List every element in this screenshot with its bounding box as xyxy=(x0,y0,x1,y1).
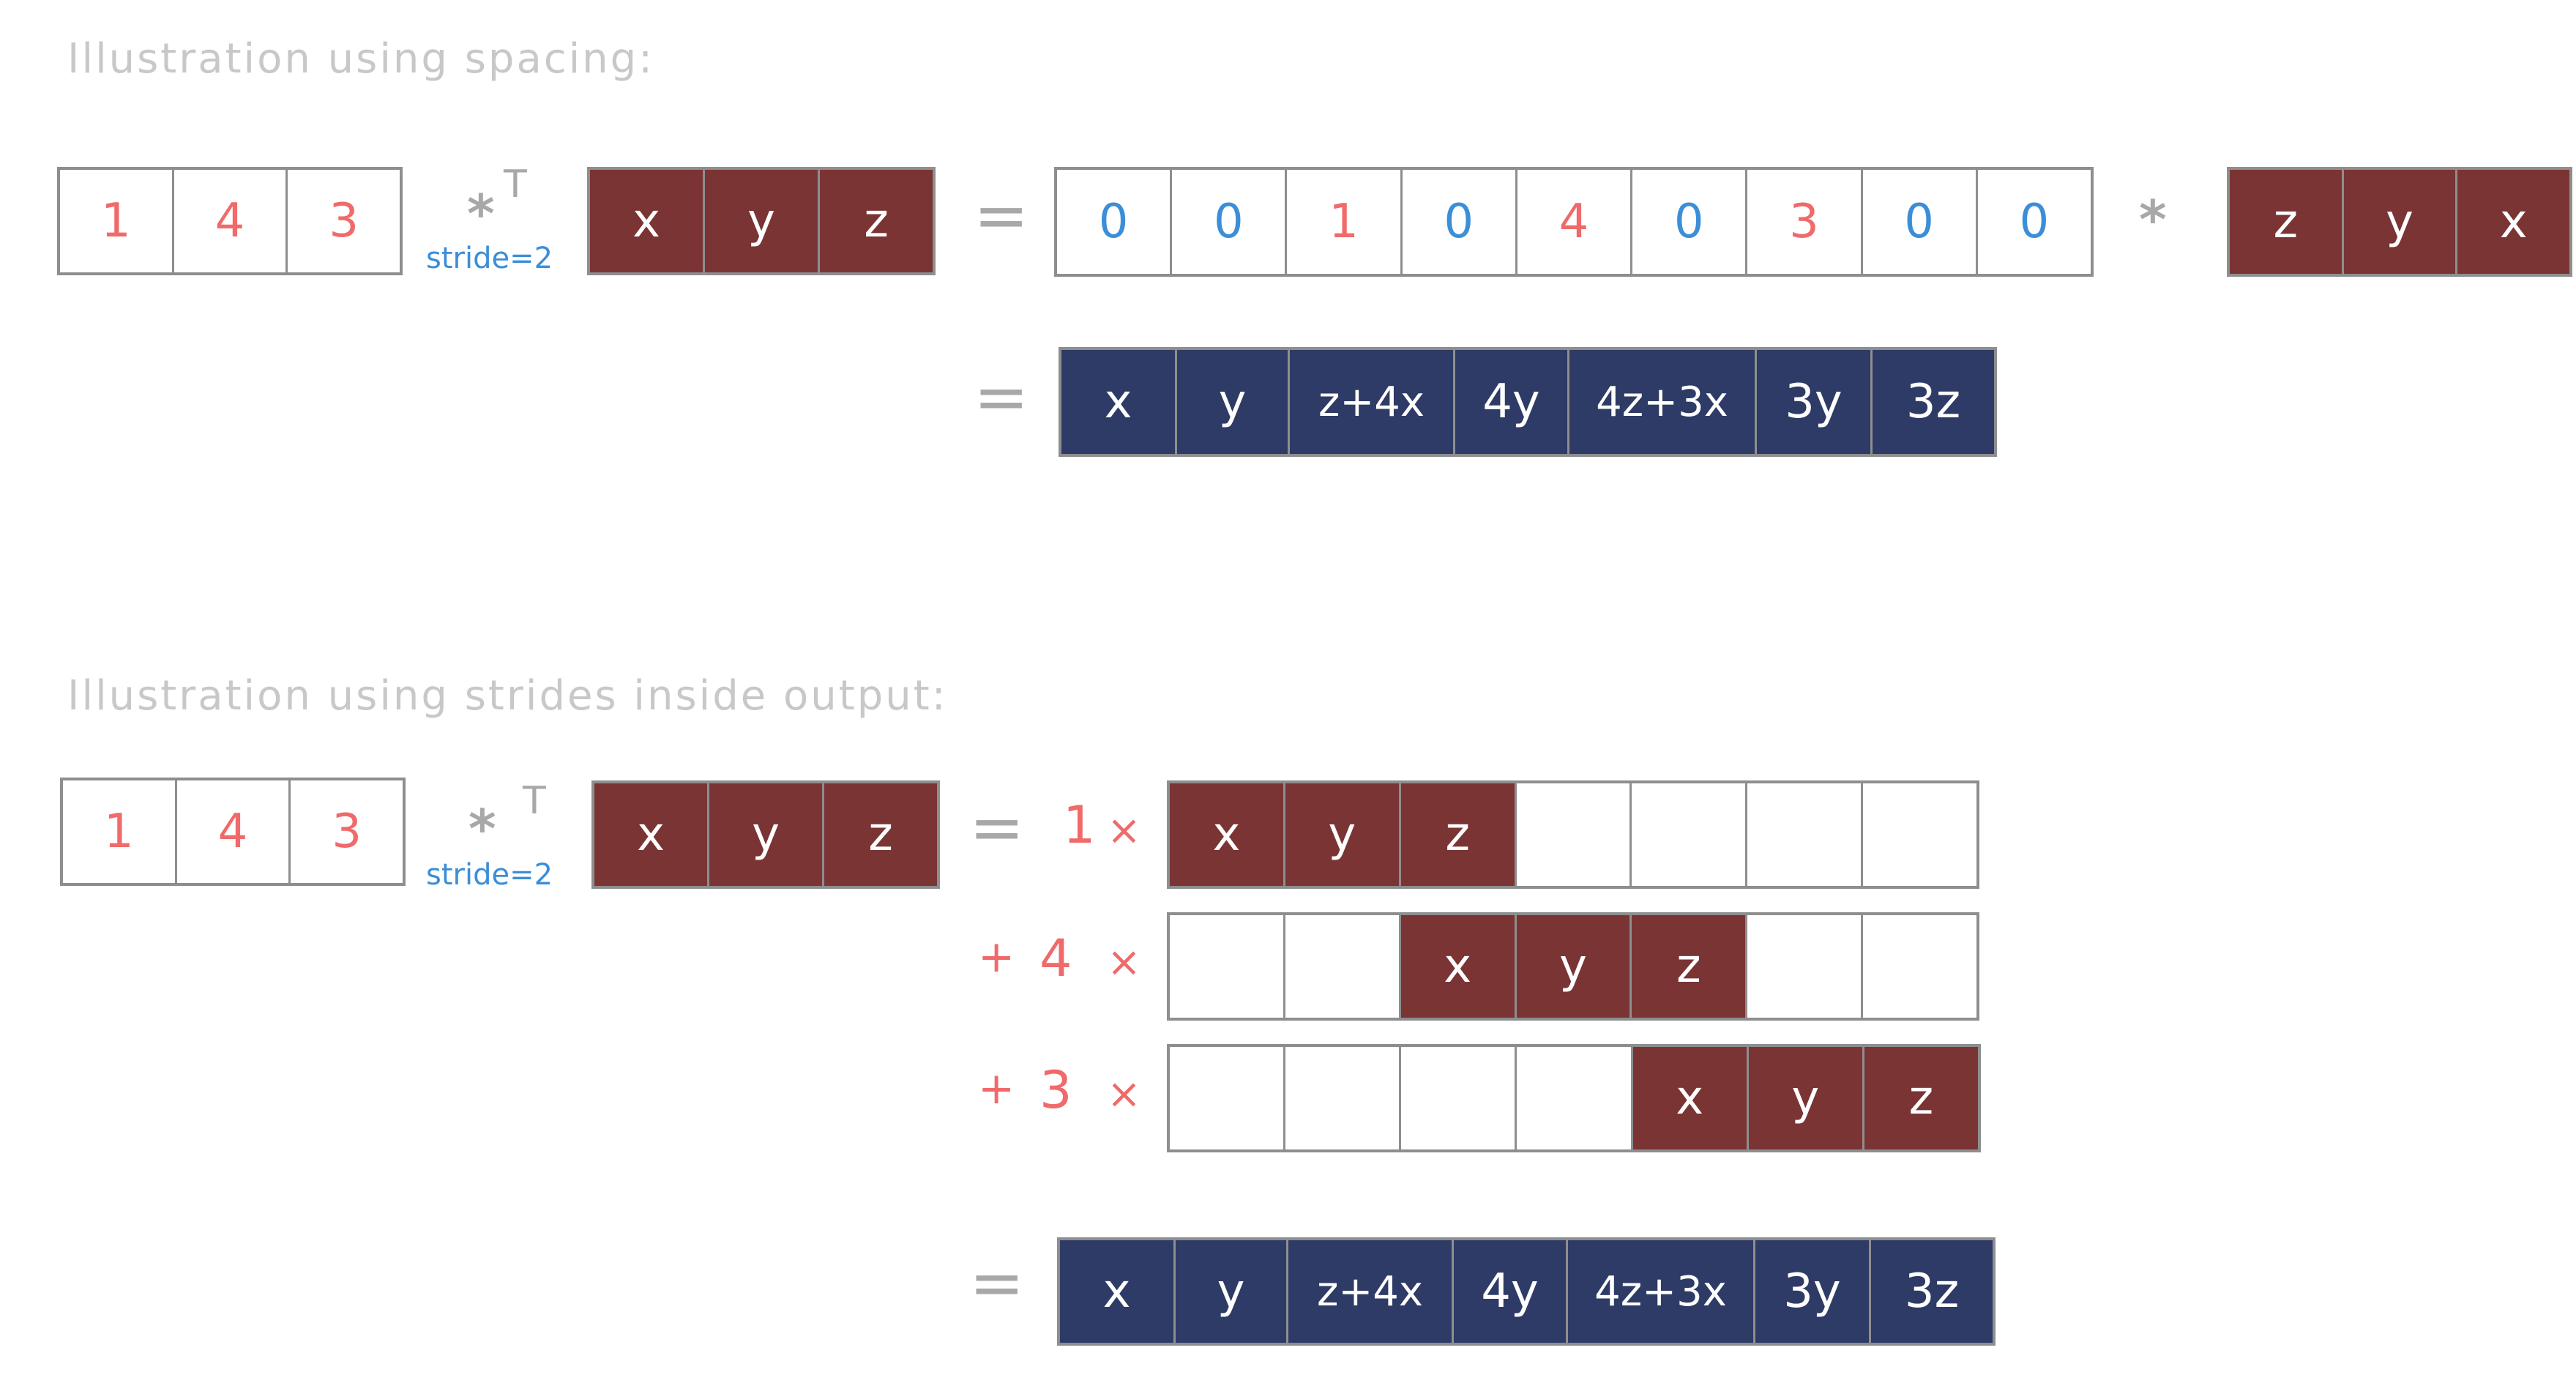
s2-stride-label: stride=2 xyxy=(426,858,553,892)
s1-kernel-cell: z xyxy=(820,170,933,272)
s2-output-strip: x y z+4x 4y 4z+3x 3y 3z xyxy=(1057,1237,1996,1346)
s1-kernel-cell: y xyxy=(705,170,820,272)
s2-row2-strip: x y z xyxy=(1167,912,1979,1021)
s2-output-cell: y xyxy=(1176,1240,1288,1343)
s2-row2-times: × xyxy=(1107,939,1141,986)
s1-flipped-kernel-cell: z xyxy=(2230,170,2344,274)
s1-input-cell: 4 xyxy=(173,170,288,272)
s1-conv-operator: * xyxy=(2139,189,2167,250)
s2-row1-times: × xyxy=(1107,807,1141,854)
s2-input-strip: 1 4 3 xyxy=(60,778,406,886)
s1-output-cell: 4z+3x xyxy=(1569,350,1757,454)
s1-output-cell: x xyxy=(1061,350,1177,454)
s1-output-cell: 3z xyxy=(1873,350,1994,454)
s2-row1-cell xyxy=(1863,783,1977,886)
s2-result-equals-sign: = xyxy=(969,1245,1025,1322)
s2-input-cell: 4 xyxy=(176,780,291,883)
s1-transposed-conv-operator: * xyxy=(467,183,495,245)
s2-row3-plus: + xyxy=(978,1063,1015,1114)
s1-equals-sign: = xyxy=(974,177,1029,254)
s1-input-cell: 1 xyxy=(60,170,174,272)
s2-transposed-conv-operator: * xyxy=(468,798,496,860)
s1-output-cell: z+4x xyxy=(1290,350,1455,454)
s2-row3-cell: x xyxy=(1632,1047,1749,1149)
s2-row2-coefficient: 4 xyxy=(1039,928,1072,988)
s1-padded-cell: 0 xyxy=(1057,170,1173,274)
s2-row1-cell xyxy=(1632,783,1748,886)
s2-row2-cell xyxy=(1170,915,1285,1018)
s2-row1-cell: x xyxy=(1170,783,1285,886)
s2-row1-cell: z xyxy=(1400,783,1517,886)
s1-padded-cell: 0 xyxy=(1632,170,1748,274)
s1-padded-cell: 0 xyxy=(1172,170,1288,274)
s1-input-strip: 1 4 3 xyxy=(57,167,403,275)
s1-padded-cell: 1 xyxy=(1287,170,1403,274)
s1-output-strip: x y z+4x 4y 4z+3x 3y 3z xyxy=(1059,347,1997,457)
s2-row1-coefficient: 1 xyxy=(1063,795,1096,855)
s1-padded-cell: 0 xyxy=(1862,170,1978,274)
s2-row2-plus: + xyxy=(978,931,1015,983)
heading-strides: Illustration using strides inside output… xyxy=(67,672,948,720)
s2-row3-cell xyxy=(1285,1047,1402,1149)
s2-output-cell: z+4x xyxy=(1288,1240,1454,1343)
s1-output-cell: y xyxy=(1177,350,1290,454)
s2-input-cell: 1 xyxy=(63,780,177,883)
s2-output-cell: 3y xyxy=(1755,1240,1871,1343)
s2-equals-sign: = xyxy=(969,789,1025,866)
s1-result-equals-sign: = xyxy=(974,359,1029,436)
s2-row2-cell xyxy=(1285,915,1401,1018)
s1-stride-label: stride=2 xyxy=(426,242,553,275)
s1-padded-cell: 3 xyxy=(1747,170,1863,274)
s2-row3-strip: x y z xyxy=(1167,1044,1981,1152)
s1-flipped-kernel-strip: z y x xyxy=(2227,167,2572,277)
s2-transpose-mark: T xyxy=(523,779,546,823)
s2-output-cell: x xyxy=(1060,1240,1176,1343)
s2-kernel-cell: x xyxy=(594,783,709,886)
s2-row1-strip: x y z xyxy=(1167,780,1979,889)
s1-padded-cell: 0 xyxy=(1977,170,2091,274)
s2-row2-cell: z xyxy=(1632,915,1748,1018)
s2-row3-times: × xyxy=(1107,1070,1141,1118)
s1-input-cell: 3 xyxy=(288,170,400,272)
s2-row2-cell xyxy=(1863,915,1977,1018)
s2-kernel-cell: y xyxy=(709,783,824,886)
s1-padded-cell: 4 xyxy=(1517,170,1633,274)
s2-row1-cell: y xyxy=(1285,783,1401,886)
s2-input-cell: 3 xyxy=(291,780,403,883)
s1-padded-input-strip: 0 0 1 0 4 0 3 0 0 xyxy=(1054,167,2094,277)
s2-row2-cell: y xyxy=(1516,915,1632,1018)
s2-kernel-strip: x y z xyxy=(591,780,940,889)
s2-row2-cell xyxy=(1747,915,1864,1018)
s2-kernel-cell: z xyxy=(824,783,937,886)
s2-output-cell: 3z xyxy=(1871,1240,1993,1343)
s1-output-cell: 3y xyxy=(1757,350,1873,454)
heading-spacing: Illustration using spacing: xyxy=(67,35,655,83)
s2-row1-cell xyxy=(1747,783,1864,886)
s2-row3-coefficient: 3 xyxy=(1039,1060,1072,1120)
s2-row3-cell xyxy=(1517,1047,1633,1149)
s2-row3-cell xyxy=(1170,1047,1286,1149)
s2-output-cell: 4y xyxy=(1454,1240,1568,1343)
s2-row1-cell xyxy=(1516,783,1632,886)
s1-transpose-mark: T xyxy=(504,163,527,206)
s1-padded-cell: 0 xyxy=(1402,170,1517,274)
s1-kernel-cell: x xyxy=(590,170,705,272)
s2-row3-cell: z xyxy=(1864,1047,1978,1149)
s1-flipped-kernel-cell: x xyxy=(2457,170,2570,274)
s1-output-cell: 4y xyxy=(1455,350,1569,454)
s2-row3-cell xyxy=(1401,1047,1517,1149)
s2-row3-cell: y xyxy=(1748,1047,1864,1149)
s2-output-cell: 4z+3x xyxy=(1568,1240,1755,1343)
s1-kernel-strip: x y z xyxy=(587,167,936,275)
s2-row2-cell: x xyxy=(1400,915,1517,1018)
s1-flipped-kernel-cell: y xyxy=(2343,170,2458,274)
